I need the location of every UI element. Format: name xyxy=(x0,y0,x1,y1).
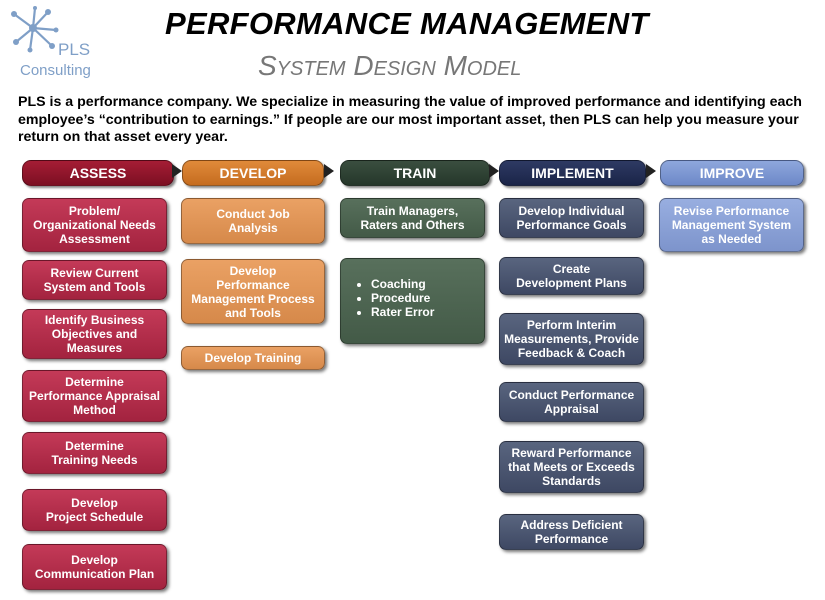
arrow-right-icon xyxy=(172,164,182,178)
phase-develop: DEVELOP xyxy=(182,160,324,186)
develop-step: Develop Performance Management Process a… xyxy=(181,259,325,324)
improve-step: Revise Performance Management System as … xyxy=(659,198,804,252)
arrow-right-icon xyxy=(324,164,334,178)
page-subtitle: System Design Model xyxy=(258,50,522,81)
list-item: Procedure xyxy=(371,291,484,305)
develop-step: Develop Training xyxy=(181,346,325,370)
phase-train: TRAIN xyxy=(340,160,490,186)
implement-step: Create Development Plans xyxy=(499,257,644,295)
phase-implement: IMPLEMENT xyxy=(499,160,646,186)
assess-step: Determine Performance Appraisal Method xyxy=(22,370,167,422)
arrow-right-icon xyxy=(646,164,656,178)
implement-step: Reward Performance that Meets or Exceeds… xyxy=(499,441,644,493)
implement-step: Conduct Performance Appraisal xyxy=(499,382,644,422)
train-step: Train Managers, Raters and Others xyxy=(340,198,485,238)
list-item: Coaching xyxy=(371,277,484,291)
implement-step: Address Deficient Performance xyxy=(499,514,644,550)
assess-step: Identify Business Objectives and Measure… xyxy=(22,309,167,359)
implement-step: Perform Interim Measurements, Provide Fe… xyxy=(499,313,644,365)
phase-assess: ASSESS xyxy=(22,160,174,186)
develop-step: Conduct Job Analysis xyxy=(181,198,325,244)
intro-text: PLS is a performance company. We special… xyxy=(18,94,802,145)
assess-step: Review Current System and Tools xyxy=(22,260,167,300)
assess-step: Determine Training Needs xyxy=(22,432,167,474)
implement-step: Develop Individual Performance Goals xyxy=(499,198,644,238)
assess-step: Develop Project Schedule xyxy=(22,489,167,531)
phase-improve: IMPROVE xyxy=(660,160,804,186)
pls-logo-icon xyxy=(11,6,59,53)
page-title: PERFORMANCE MANAGEMENT xyxy=(165,6,649,41)
logo-name: PLS xyxy=(58,40,91,59)
assess-step: Problem/ Organizational Needs Assessment xyxy=(22,198,167,252)
arrow-right-icon xyxy=(489,164,499,178)
train-topics: Coaching Procedure Rater Error xyxy=(340,258,485,344)
logo-tagline: Consulting xyxy=(20,62,91,79)
list-item: Rater Error xyxy=(371,305,484,319)
assess-step: Develop Communication Plan xyxy=(22,544,167,590)
